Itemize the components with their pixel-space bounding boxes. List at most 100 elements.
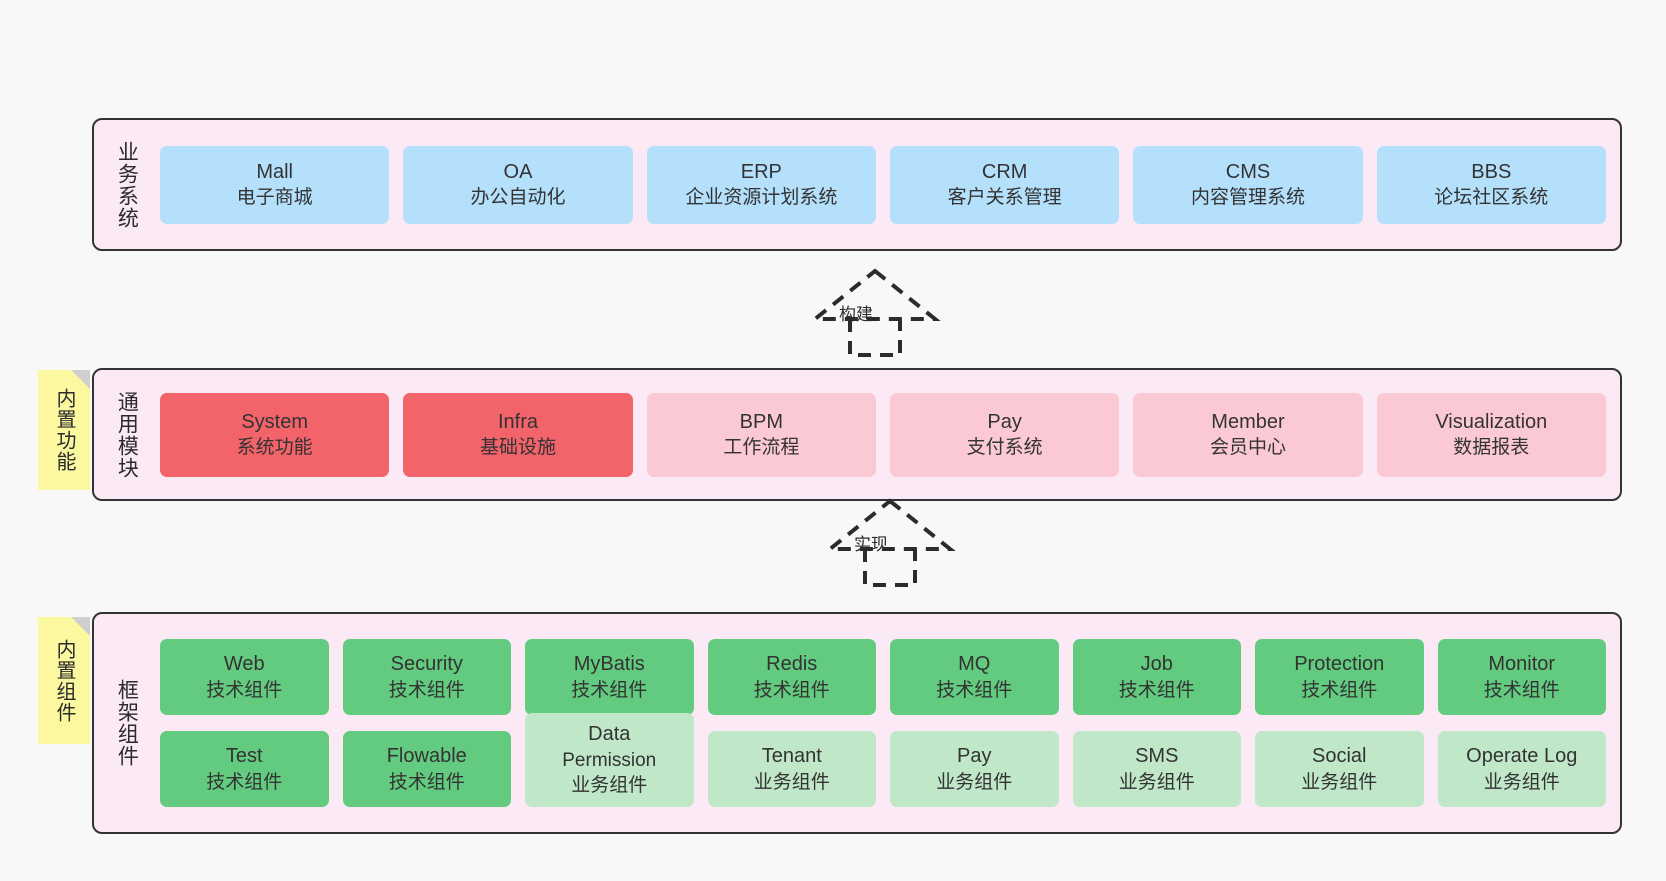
card-title: Flowable xyxy=(386,745,467,768)
card-subtitle: 技术组件 xyxy=(753,679,830,701)
card-subtitle: 技术组件 xyxy=(1483,679,1560,701)
card-title: BBS xyxy=(1471,160,1512,183)
card-title: Member xyxy=(1211,410,1285,433)
card-subtitle: 业务组件 xyxy=(753,771,830,793)
card-web[interactable]: Web 技术组件 xyxy=(160,639,329,715)
card-title: MQ xyxy=(958,653,991,676)
card-subtitle: 业务组件 xyxy=(571,775,648,797)
card-tenant[interactable]: Tenant 业务组件 xyxy=(707,731,876,807)
card-data-permission[interactable]: Data Permission 业务组件 xyxy=(525,713,694,807)
card-visualization[interactable]: Visualization 数据报表 xyxy=(1376,392,1606,477)
card-operate-log[interactable]: Operate Log 业务组件 xyxy=(1437,731,1606,807)
card-subtitle: 技术组件 xyxy=(388,771,465,793)
card-test[interactable]: Test 技术组件 xyxy=(160,731,329,807)
card-group-common-modules: System 系统功能 Infra 基础设施 BPM 工作流程 Pay 支付系统… xyxy=(148,370,1620,499)
card-title: Tenant xyxy=(761,745,822,768)
card-subtitle: 技术组件 xyxy=(571,679,648,701)
card-row-technical: Web 技术组件 Security 技术组件 MyBatis 技术组件 Redi… xyxy=(160,639,1606,715)
card-security[interactable]: Security 技术组件 xyxy=(342,639,511,715)
card-infra[interactable]: Infra 基础设施 xyxy=(403,392,633,477)
connector-build: 构建 xyxy=(795,265,955,357)
card-subtitle: 数据报表 xyxy=(1453,437,1530,459)
card-protection[interactable]: Protection 技术组件 xyxy=(1255,639,1424,715)
note-fold-icon xyxy=(71,370,90,389)
card-title: Protection xyxy=(1294,653,1385,676)
note-builtin-features: 内置功能 xyxy=(38,370,90,490)
layer-title-common-modules: 通用模块 xyxy=(115,390,139,479)
card-subtitle: 基础设施 xyxy=(479,437,556,459)
generalization-arrow-icon xyxy=(809,268,941,357)
card-title: Operate Log xyxy=(1466,745,1578,768)
connector-implement-label: 实现 xyxy=(854,535,888,554)
card-title: Pay xyxy=(987,410,1022,433)
card-title: OA xyxy=(503,160,533,183)
note-fold-icon xyxy=(71,617,90,636)
card-monitor[interactable]: Monitor 技术组件 xyxy=(1437,639,1606,715)
card-title: CMS xyxy=(1225,160,1271,183)
generalization-arrow-icon xyxy=(824,498,956,587)
card-member[interactable]: Member 会员中心 xyxy=(1133,392,1363,477)
card-title: Mall xyxy=(256,160,293,183)
card-title: CRM xyxy=(981,160,1028,183)
card-title: Visualization xyxy=(1435,410,1548,433)
card-mybatis[interactable]: MyBatis 技术组件 xyxy=(525,639,694,715)
card-subtitle: 企业资源计划系统 xyxy=(685,187,838,209)
connector-implement: 实现 xyxy=(810,495,970,587)
card-title: Pay xyxy=(957,745,992,768)
card-title: Web xyxy=(223,653,265,676)
card-pay-module[interactable]: Pay 支付系统 xyxy=(889,392,1120,477)
layer-title-business-systems: 业务系统 xyxy=(115,140,139,229)
card-pay-component[interactable]: Pay 业务组件 xyxy=(890,731,1059,807)
card-subtitle: 内容管理系统 xyxy=(1190,187,1305,209)
connector-build-label: 构建 xyxy=(839,305,873,324)
card-title: Social xyxy=(1312,745,1367,768)
card-subtitle: 客户关系管理 xyxy=(947,187,1062,209)
card-flowable[interactable]: Flowable 技术组件 xyxy=(342,731,511,807)
card-title: MyBatis xyxy=(573,653,645,676)
card-title: Job xyxy=(1140,653,1173,676)
card-subtitle: 办公自动化 xyxy=(470,187,566,209)
card-subtitle: 业务组件 xyxy=(936,771,1013,793)
card-subtitle: 工作流程 xyxy=(723,437,800,459)
card-crm[interactable]: CRM 客户关系管理 xyxy=(889,145,1120,224)
card-mall[interactable]: Mall 电子商城 xyxy=(160,145,390,224)
note-label: 内置组件 xyxy=(53,638,75,723)
note-builtin-components: 内置组件 xyxy=(38,617,90,744)
card-row-business: Test 技术组件 Flowable 技术组件 Data Permission … xyxy=(160,713,1606,807)
layer-framework-components: 框架组件 Web 技术组件 Security 技术组件 MyBatis 技术组件… xyxy=(92,612,1622,834)
card-subtitle: 系统功能 xyxy=(236,437,313,459)
card-erp[interactable]: ERP 企业资源计划系统 xyxy=(646,145,876,224)
layer-title-framework-components: 框架组件 xyxy=(115,679,139,767)
card-group-framework-components: Web 技术组件 Security 技术组件 MyBatis 技术组件 Redi… xyxy=(148,614,1620,832)
card-cms[interactable]: CMS 内容管理系统 xyxy=(1133,145,1363,224)
layer-common-modules: 通用模块 System 系统功能 Infra 基础设施 BPM 工作流程 Pay… xyxy=(92,368,1622,501)
card-system[interactable]: System 系统功能 xyxy=(160,392,390,477)
card-title: Test xyxy=(225,745,263,768)
card-title: Redis xyxy=(766,653,818,676)
card-subtitle: 论坛社区系统 xyxy=(1434,187,1549,209)
card-subtitle: 技术组件 xyxy=(206,771,283,793)
card-group-business-systems: Mall 电子商城 OA 办公自动化 ERP 企业资源计划系统 CRM 客户关系… xyxy=(148,120,1620,249)
card-oa[interactable]: OA 办公自动化 xyxy=(403,145,633,224)
card-subtitle: 电子商城 xyxy=(236,187,313,209)
card-title: Data xyxy=(588,723,631,746)
card-subtitle: 业务组件 xyxy=(1483,771,1560,793)
card-redis[interactable]: Redis 技术组件 xyxy=(707,639,876,715)
card-title: SMS xyxy=(1135,745,1179,768)
card-subtitle: 技术组件 xyxy=(388,679,465,701)
layer-business-systems: 业务系统 Mall 电子商城 OA 办公自动化 ERP 企业资源计划系统 CRM… xyxy=(92,118,1622,251)
card-subtitle: 技术组件 xyxy=(1301,679,1378,701)
card-subtitle: 业务组件 xyxy=(1118,771,1195,793)
card-title: Infra xyxy=(497,410,538,433)
card-sms[interactable]: SMS 业务组件 xyxy=(1072,731,1241,807)
card-bbs[interactable]: BBS 论坛社区系统 xyxy=(1376,145,1606,224)
card-mq[interactable]: MQ 技术组件 xyxy=(890,639,1059,715)
card-subtitle: 会员中心 xyxy=(1209,437,1286,459)
card-social[interactable]: Social 业务组件 xyxy=(1255,731,1424,807)
card-title: ERP xyxy=(740,160,782,183)
card-title: BPM xyxy=(739,410,783,433)
card-bpm[interactable]: BPM 工作流程 xyxy=(646,392,876,477)
card-title: Monitor xyxy=(1488,653,1556,676)
card-job[interactable]: Job 技术组件 xyxy=(1072,639,1241,715)
